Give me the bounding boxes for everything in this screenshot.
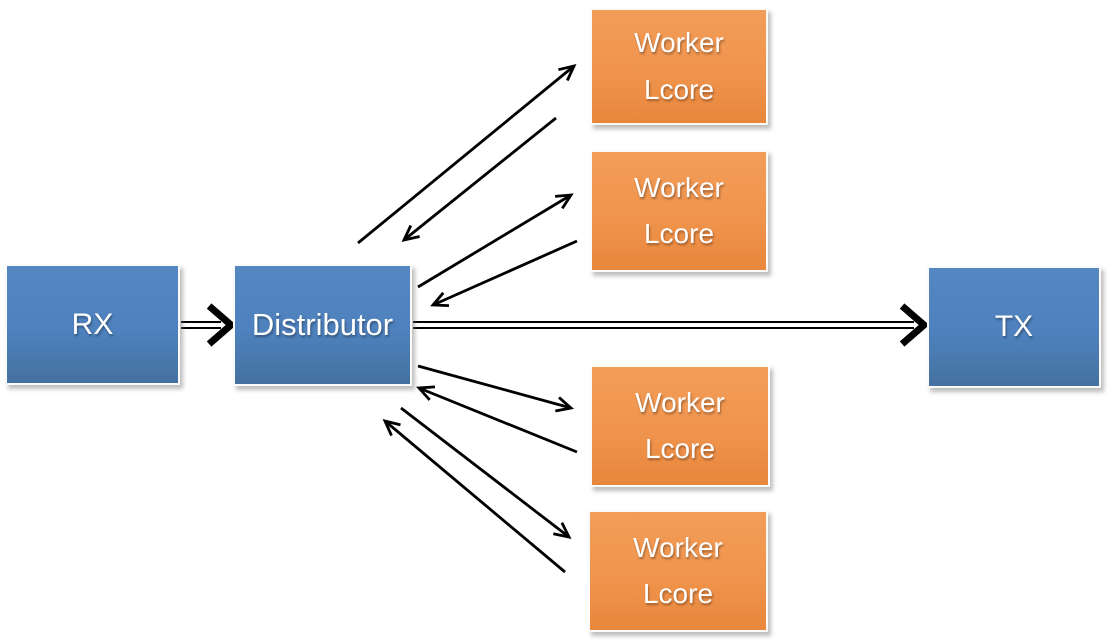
node-rx: RX <box>5 264 180 385</box>
node-worker-lcore-3: Worker Lcore <box>590 365 770 487</box>
node-tx: TX <box>927 266 1101 388</box>
node-distributor-label: Distributor <box>251 307 394 342</box>
arrow-rx-to-distributor <box>181 303 237 347</box>
arrow-distributor-to-tx <box>413 303 930 347</box>
node-distributor: Distributor <box>233 264 412 386</box>
arrow-distributor-to-worker-2 <box>417 193 574 289</box>
node-tx-label: TX <box>994 310 1034 343</box>
node-worker-lcore-2: Worker Lcore <box>590 150 768 272</box>
node-worker-lcore-1: Worker Lcore <box>590 8 768 125</box>
arrow-distributor-to-worker-3 <box>417 364 575 413</box>
arrow-distributor-to-worker-4 <box>400 406 572 539</box>
arrow-worker-1-to-distributor <box>401 116 557 242</box>
node-worker-lcore-3-label: Worker Lcore <box>635 386 725 464</box>
arrow-distributor-to-worker-1 <box>357 63 577 245</box>
arrow-worker-4-to-distributor <box>382 418 566 574</box>
node-worker-lcore-4-label: Worker Lcore <box>633 531 723 609</box>
arrow-worker-2-to-distributor <box>430 239 578 307</box>
node-worker-lcore-4: Worker Lcore <box>588 510 768 632</box>
node-worker-lcore-2-label: Worker Lcore <box>634 171 724 249</box>
arrow-worker-3-to-distributor <box>416 385 578 454</box>
node-rx-label: RX <box>71 307 114 341</box>
node-worker-lcore-1-label: Worker Lcore <box>634 27 724 105</box>
